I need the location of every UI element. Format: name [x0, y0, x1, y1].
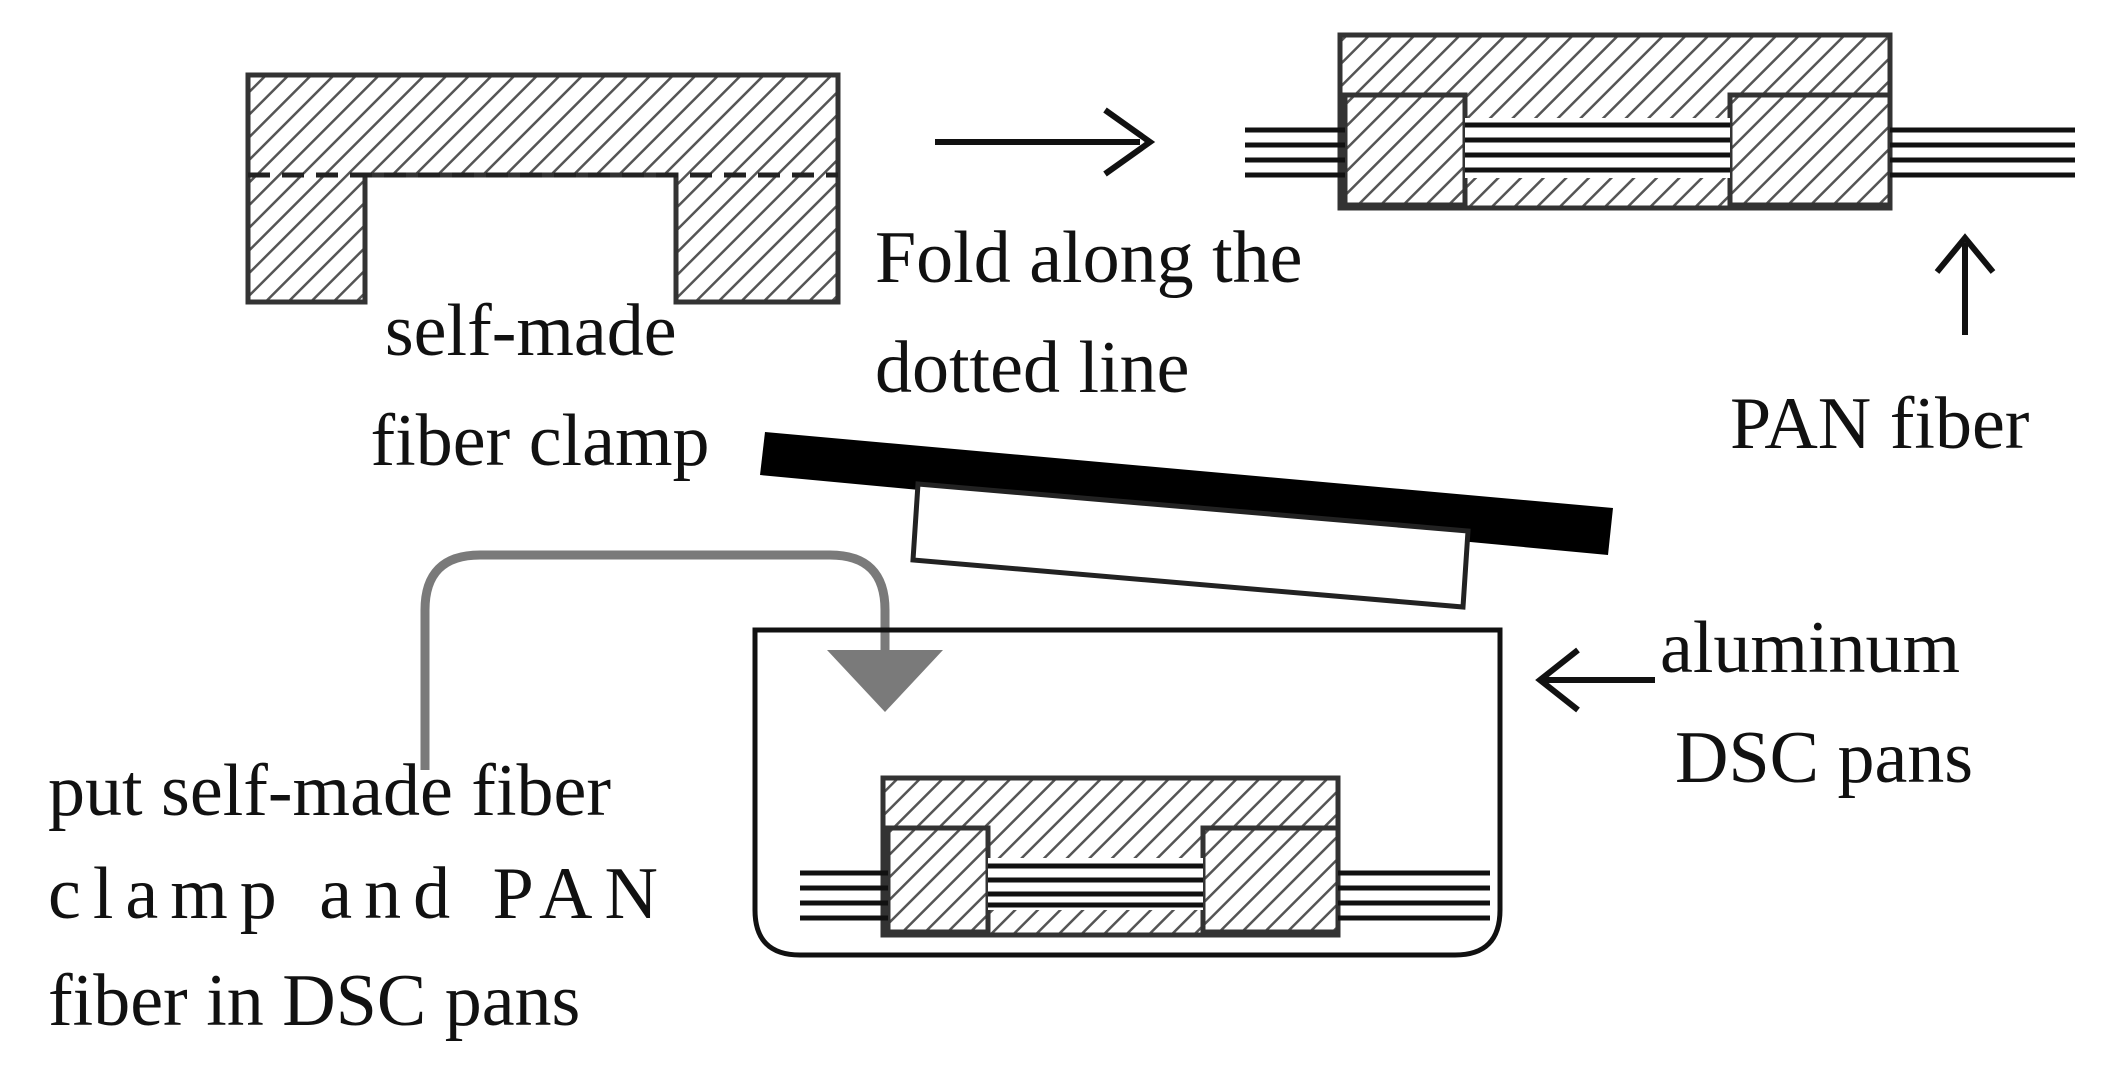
pan-fiber-label: PAN fiber	[1730, 383, 2029, 465]
aluminum-label-line1: aluminum	[1660, 607, 1960, 689]
fold-label-line1: Fold along the	[875, 217, 1303, 299]
aluminum-label: aluminum DSC pans	[1660, 607, 1979, 799]
clamp-label-line2: fiber clamp	[371, 400, 710, 482]
aluminum-label-line2: DSC pans	[1675, 717, 1973, 799]
dsc-pan	[752, 627, 1503, 958]
fold-label-line2: dotted line	[875, 327, 1189, 409]
folded-clamp	[1245, 32, 2075, 211]
clamp-in-pan	[800, 775, 1490, 938]
put-label-line2: clamp and PAN	[48, 853, 670, 935]
put-label-line1: put self-made fiber	[48, 750, 611, 832]
arrow-right-icon	[935, 107, 1156, 177]
arrow-left-icon	[1535, 647, 1655, 713]
arrow-up-icon	[1934, 233, 1996, 335]
clamp-label-line1: self-made	[385, 290, 677, 372]
put-label-line3: fiber in DSC pans	[48, 960, 580, 1042]
pan-fiber-lines	[1245, 122, 2075, 178]
clamp-label: self-made fiber clamp	[371, 290, 710, 482]
pan-lid	[760, 432, 1613, 610]
pan-fiber-lines-inner	[800, 863, 1490, 921]
put-label: put self-made fiber clamp and PAN fiber …	[48, 750, 688, 1042]
curved-arrow-icon	[420, 550, 943, 770]
unfolded-clamp	[245, 72, 841, 305]
fold-label: Fold along the dotted line	[875, 217, 1321, 409]
